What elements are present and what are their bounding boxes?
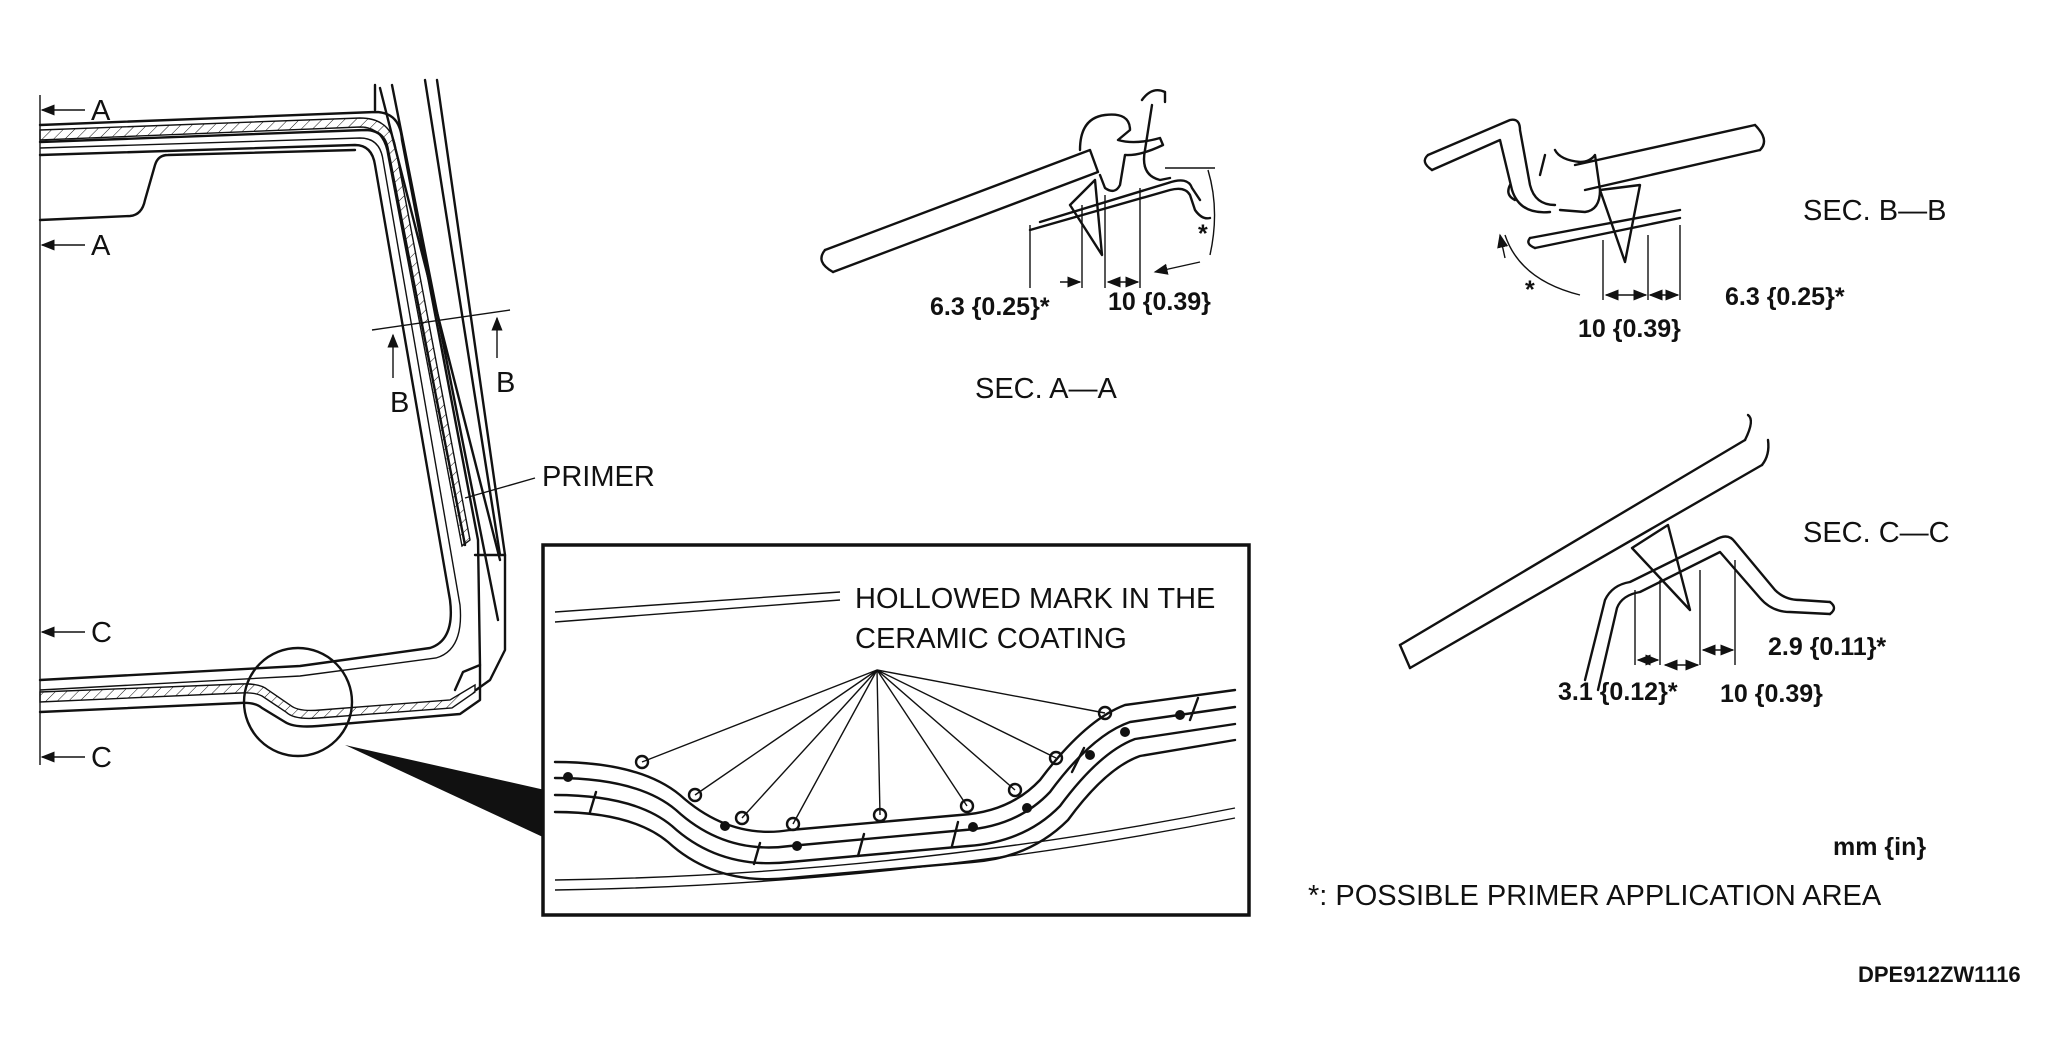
- section-aa: * 6.3 {0.25}* 10 {0.39} SEC. A—A: [820, 89, 1216, 405]
- bb-molding: [1553, 148, 1602, 214]
- section-c-marker-top: C: [91, 617, 112, 649]
- bb-angle-arc: [1504, 234, 1581, 296]
- primer-band-bottom: [39, 683, 476, 720]
- sec-aa-title: SEC. A—A: [975, 373, 1117, 405]
- band-edge-3: [553, 722, 1237, 865]
- section-bb: * 10 {0.39} 6.3 {0.25}* SEC. B—B: [1423, 118, 1946, 343]
- cc-body-panel: [1583, 535, 1832, 682]
- bb-pinch-weld: [1528, 208, 1682, 250]
- aa-body-flange: [1140, 89, 1172, 182]
- cc-adhesive: [1630, 523, 1692, 612]
- bb-glass-break: [1753, 123, 1766, 152]
- section-c-marker-bottom: C: [91, 742, 112, 774]
- cc-dim-mid: 10 {0.39}: [1720, 680, 1823, 708]
- cc-dim-left: 3.1 {0.12}*: [1558, 678, 1678, 706]
- a-pillar-line-2: [390, 83, 500, 622]
- bb-pinch-end: [1527, 236, 1537, 250]
- sec-bb-title: SEC. B—B: [1803, 195, 1946, 227]
- aa-dim-left: 6.3 {0.25}*: [930, 293, 1050, 321]
- primer-leader: [464, 477, 536, 499]
- body-frame-outer: [38, 110, 482, 692]
- bb-molding-clip: [1507, 153, 1547, 202]
- section-b-cut-line: [371, 309, 511, 331]
- hollowed-marks: [634, 705, 1113, 832]
- aa-star-label: *: [1198, 220, 1208, 248]
- cc-body-panel-2: [1596, 550, 1832, 692]
- primer-label: PRIMER: [542, 461, 655, 493]
- cc-extension-lines: [1634, 560, 1736, 665]
- bb-glass: [1573, 123, 1762, 192]
- aa-extension-lines: [1029, 188, 1141, 288]
- hollowed-leader-lines: [641, 669, 1106, 825]
- band-edge-4: [553, 738, 1237, 881]
- section-b-marker-left: B: [390, 387, 409, 419]
- a-pillar-bottom: [473, 553, 507, 692]
- aa-angle-arrow: [1153, 261, 1201, 275]
- a-pillar-line-4: [435, 78, 507, 557]
- aa-molding: [1078, 113, 1165, 193]
- hollowed-mark-label-1: HOLLOWED MARK IN THE: [855, 583, 1215, 615]
- aa-pinch-weld-2: [1038, 179, 1202, 224]
- hollowed-mark-label-2: CERAMIC COATING: [855, 623, 1127, 655]
- glass-edge-line: [39, 137, 462, 691]
- contour-top-1: [554, 599, 841, 623]
- band-dots: [563, 710, 1185, 851]
- zoom-callout: HOLLOWED MARK IN THE CERAMIC COATING: [345, 543, 1251, 917]
- bb-body-break: [1423, 153, 1434, 172]
- bb-angle-arrow: [1497, 233, 1509, 259]
- aa-dim-right: 10 {0.39}: [1108, 288, 1211, 316]
- cc-body-break: [1828, 600, 1836, 616]
- bb-adhesive: [1598, 183, 1642, 264]
- detail-circle: [242, 646, 354, 758]
- cc-dim-right: 2.9 {0.11}*: [1768, 633, 1886, 661]
- section-a-marker-bottom: A: [91, 230, 111, 262]
- primer-band-top: [39, 117, 471, 548]
- contour-top-2: [554, 591, 841, 613]
- slash-marks: [588, 696, 1200, 866]
- aa-glass-break: [820, 248, 835, 274]
- zoom-wedge: [345, 745, 545, 838]
- section-cc: 3.1 {0.12}* 10 {0.39} 2.9 {0.11}* SEC. C…: [1398, 413, 1950, 708]
- windshield-overview: PRIMER A A C C B B: [38, 78, 655, 774]
- bb-extension-lines: [1602, 225, 1681, 300]
- section-b-marker-right: B: [496, 367, 515, 399]
- cc-glass-end-top: [1743, 413, 1770, 467]
- bb-body-upper: [1426, 118, 1557, 207]
- contour-bottom-1: [554, 807, 1236, 881]
- section-a-marker-top: A: [91, 95, 111, 127]
- mirror-mount: [38, 148, 357, 222]
- aa-angle-arc: [1207, 169, 1216, 256]
- aa-adhesive: [1068, 178, 1104, 257]
- cc-glass: [1398, 438, 1764, 670]
- bb-star-label: *: [1525, 276, 1535, 304]
- drawing-code: DPE912ZW1116: [1858, 962, 2021, 987]
- unit-label: mm {in}: [1833, 833, 1926, 861]
- glass-inner-edge: [38, 143, 452, 682]
- sec-cc-title: SEC. C—C: [1803, 517, 1950, 549]
- cowl-lower-edge: [38, 663, 482, 728]
- bb-dim-left: 10 {0.39}: [1578, 315, 1681, 343]
- aa-glass: [823, 148, 1100, 274]
- bb-dim-right: 6.3 {0.25}*: [1725, 283, 1845, 311]
- primer-area-note: *: POSSIBLE PRIMER APPLICATION AREA: [1308, 880, 1882, 912]
- bb-body-upper-2: [1430, 138, 1552, 214]
- cc-glass-end-bottom: [1398, 643, 1412, 670]
- aa-pinch-weld: [1028, 187, 1212, 232]
